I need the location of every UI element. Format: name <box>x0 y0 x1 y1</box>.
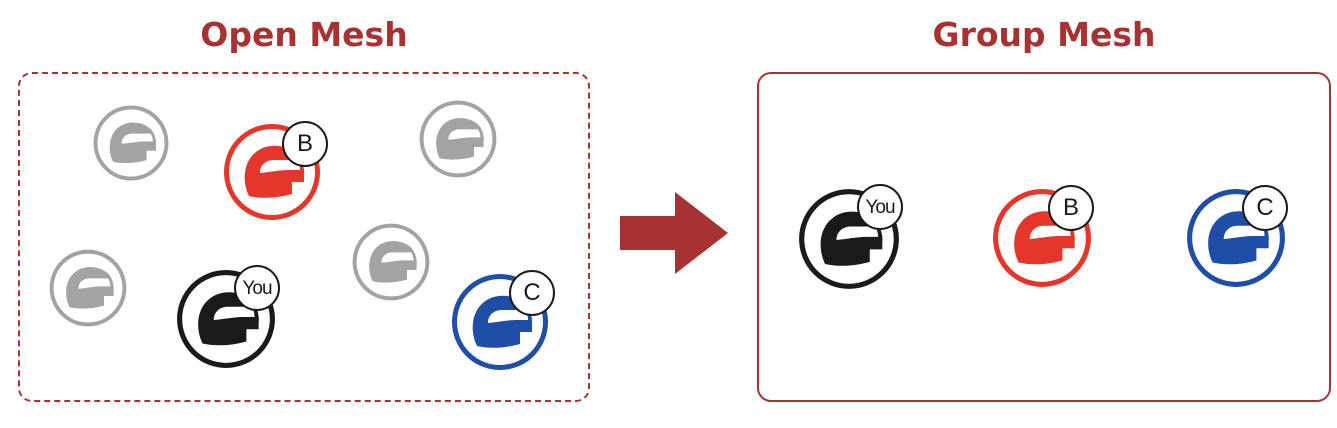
idle-rider <box>92 104 170 182</box>
open-mesh-title: Open Mesh <box>200 15 408 54</box>
open-mesh-panel <box>18 72 590 402</box>
idle-rider <box>351 222 431 302</box>
helmet-icon <box>352 223 430 301</box>
helmet-icon <box>49 249 127 327</box>
rider-c: C <box>1185 185 1288 289</box>
rider-c: C <box>450 270 555 372</box>
rider-badge: C <box>1242 185 1288 231</box>
group-mesh-panel <box>757 72 1331 402</box>
rider-badge: You <box>234 265 280 311</box>
rider-badge: B <box>282 121 328 167</box>
rider-badge: B <box>1048 185 1094 231</box>
group-mesh-title: Group Mesh <box>932 15 1156 54</box>
rider-you: You <box>797 184 903 291</box>
helmet-icon <box>419 100 497 178</box>
rider-b: B <box>222 121 328 222</box>
rider-you: You <box>175 265 280 370</box>
helmet-icon <box>93 105 169 181</box>
rider-badge: You <box>857 184 903 230</box>
idle-rider <box>418 99 498 179</box>
idle-rider <box>48 248 128 328</box>
rider-badge: C <box>509 270 555 316</box>
rider-b: B <box>991 185 1094 289</box>
right-arrow-icon <box>620 192 728 278</box>
